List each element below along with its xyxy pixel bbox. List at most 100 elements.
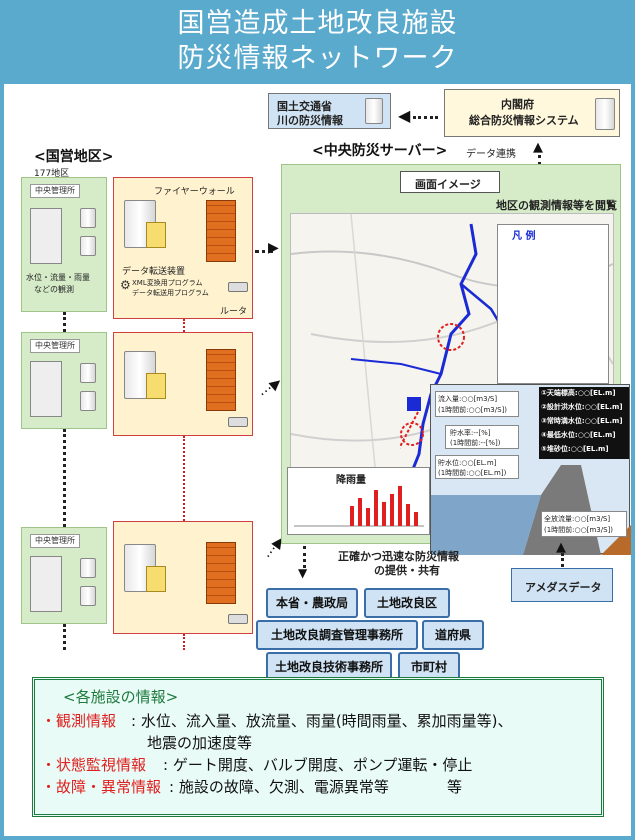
router-icon-1 bbox=[228, 282, 248, 292]
document-icon-2 bbox=[146, 373, 166, 399]
outflow-value: 全放流量:○○[m3/S] bbox=[544, 515, 611, 523]
facility-highlight-1 bbox=[437, 323, 465, 351]
fault-text: : 施設の故障、欠測、電源異常等 bbox=[169, 778, 389, 796]
link-red-3 bbox=[183, 634, 185, 650]
rack-icon-2 bbox=[30, 361, 62, 417]
obs-text2: 地震の加速度等 bbox=[147, 734, 253, 752]
inflow-box: 流入量:○○[m3/S] (1時間前:○○[m3/S]) bbox=[435, 391, 519, 417]
router-icon-3 bbox=[228, 614, 248, 624]
dam-rows: ①天端標高:○○[EL.m] ②設計洪水位:○○[EL.m] ③常時満水位:○○… bbox=[539, 387, 629, 459]
dam-row-1: ①天端標高:○○[EL.m] bbox=[541, 389, 616, 397]
dam-marker-icon bbox=[407, 397, 421, 411]
legend-panel: 凡 例 bbox=[497, 224, 609, 384]
rainfall-title: 降雨量 bbox=[336, 475, 366, 486]
share-line2: の提供・共有 bbox=[374, 564, 440, 577]
dam-row-5: ⑤堆砂位:○○[EL.m] bbox=[541, 445, 609, 453]
central-server-heading: <中央防災サーバー> bbox=[312, 143, 448, 159]
link-cabinet-server bbox=[538, 155, 541, 165]
link-amedas-server bbox=[561, 553, 564, 567]
document-icon-1 bbox=[146, 222, 166, 248]
observation-line1: 水位・流量・雨量 bbox=[26, 273, 90, 282]
facility-info-box: <各施設の情報> ・観測情報 : 水位、流入量、放流量、雨量(時間雨量、累加雨量… bbox=[32, 677, 604, 817]
cabinet-line2: 総合防災情報システム bbox=[469, 114, 579, 127]
manager-label-1: 中央管理所 bbox=[30, 184, 80, 198]
document-icon-3 bbox=[146, 566, 166, 592]
site-panel-3 bbox=[113, 521, 253, 634]
fault-label: ・故障・異常情報 bbox=[41, 778, 162, 796]
dam-row-2: ②設計洪水位:○○[EL.m] bbox=[541, 403, 623, 411]
outflow-box: 全放流量:○○[m3/S] (1時間前:○○[m3/S]) bbox=[541, 511, 627, 537]
storage-box: 貯水率:--[%] (1時間前:--[%]) bbox=[445, 425, 519, 449]
link-mlit-cabinet bbox=[413, 116, 438, 119]
terminal-icon-1a bbox=[80, 208, 96, 228]
rainfall-bars bbox=[294, 486, 424, 527]
page-title: 国営造成土地改良施設 防災情報ネットワーク bbox=[177, 8, 458, 74]
arrow-left-icon: ◀ bbox=[398, 106, 411, 125]
terminal-icon-2b bbox=[80, 391, 96, 411]
rack-icon-3 bbox=[30, 556, 62, 612]
screen-tab: 画面イメージ bbox=[400, 171, 500, 193]
terminal-icon-3a bbox=[80, 558, 96, 578]
amedas-label: アメダスデータ bbox=[525, 581, 602, 594]
mlit-server-icon bbox=[365, 98, 383, 124]
district-panel-3: 中央管理所 bbox=[21, 527, 107, 624]
arrow-up-icon-2: ▲ bbox=[556, 540, 566, 555]
site-panel-2 bbox=[113, 332, 253, 436]
arrow-down-icon: ▼ bbox=[298, 566, 308, 580]
cabinet-line1: 内閣府 bbox=[501, 98, 534, 111]
cabinet-server-icon bbox=[595, 98, 615, 130]
storage-prev: (1時間前:--[%]) bbox=[450, 439, 501, 447]
kokuei-heading: <国営地区> bbox=[34, 149, 114, 165]
storage-value: 貯水率:--[%] bbox=[450, 429, 491, 437]
router-icon-2 bbox=[228, 417, 248, 427]
mlit-line1: 国土交通省 bbox=[277, 100, 332, 113]
recipient-maff: 本省・農政局 bbox=[266, 588, 358, 618]
transfer-item1: XML変換用プログラム bbox=[132, 279, 203, 287]
terminal-icon-1b bbox=[80, 236, 96, 256]
level-value: 貯水位:○○[EL.m] bbox=[438, 459, 497, 467]
router-label: ルータ bbox=[220, 307, 248, 317]
firewall-label: ファイヤーウォール bbox=[154, 187, 235, 197]
amedas-box: アメダスデータ bbox=[511, 568, 613, 602]
link-left-2 bbox=[63, 429, 66, 527]
obs-label: ・観測情報 bbox=[41, 712, 117, 730]
site-panel-1: ファイヤーウォール データ転送装置 XML変換用プログラム データ転送用プログラ… bbox=[113, 177, 253, 319]
dam-row-4: ④最低水位:○○[EL.m] bbox=[541, 431, 616, 439]
link-server-share bbox=[303, 546, 306, 568]
rack-icon-1 bbox=[30, 208, 62, 264]
manager-label-3: 中央管理所 bbox=[30, 534, 80, 548]
firewall-icon-1 bbox=[206, 200, 236, 262]
terminal-icon-3b bbox=[80, 586, 96, 606]
firewall-icon-3 bbox=[206, 542, 236, 604]
data-link-label: データ連携 bbox=[466, 149, 516, 160]
link-red-2 bbox=[183, 436, 185, 521]
terminal-icon-2a bbox=[80, 363, 96, 383]
dam-row-3: ③常時満水位:○○[EL.m] bbox=[541, 417, 623, 425]
facility-title: <各施設の情報> bbox=[63, 688, 179, 706]
level-prev: (1時間前:○○[EL.m]) bbox=[438, 469, 507, 477]
firewall-icon-2 bbox=[206, 349, 236, 411]
district-panel-2: 中央管理所 bbox=[21, 332, 107, 429]
screen-title: 地区の観測情報等を閲覧 bbox=[496, 199, 617, 212]
transfer-title: データ転送装置 bbox=[122, 267, 186, 277]
link-left-1 bbox=[63, 312, 66, 332]
recipient-ldd: 土地改良区 bbox=[364, 588, 450, 618]
district-count: 177地区 bbox=[34, 169, 70, 179]
link-left-3 bbox=[63, 624, 66, 650]
gear-icon: ⚙ bbox=[120, 278, 131, 292]
dam-popup: ①天端標高:○○[EL.m] ②設計洪水位:○○[EL.m] ③常時満水位:○○… bbox=[430, 384, 631, 555]
legend-title: 凡 例 bbox=[512, 231, 536, 242]
manager-label-2: 中央管理所 bbox=[30, 339, 80, 353]
arrow-right-icon: ▶ bbox=[268, 240, 279, 256]
recipient-prefecture: 道府県 bbox=[422, 620, 484, 650]
obs-text: : 水位、流入量、放流量、雨量(時間雨量、累加雨量等)、 bbox=[131, 712, 513, 730]
etc-label: 等 bbox=[447, 778, 463, 796]
recipient-survey-office: 土地改良調査管理事務所 bbox=[256, 620, 418, 650]
district-panel-1: 中央管理所 水位・流量・雨量 などの観測 bbox=[21, 177, 107, 312]
rainfall-chart: 降雨量 bbox=[287, 467, 430, 535]
link-red-1 bbox=[183, 319, 185, 332]
inflow-value: 流入量:○○[m3/S] bbox=[438, 395, 498, 403]
inflow-prev: (1時間前:○○[m3/S]) bbox=[438, 406, 508, 414]
status-label: ・状態監視情報 bbox=[41, 756, 147, 774]
outflow-prev: (1時間前:○○[m3/S]) bbox=[544, 526, 614, 534]
